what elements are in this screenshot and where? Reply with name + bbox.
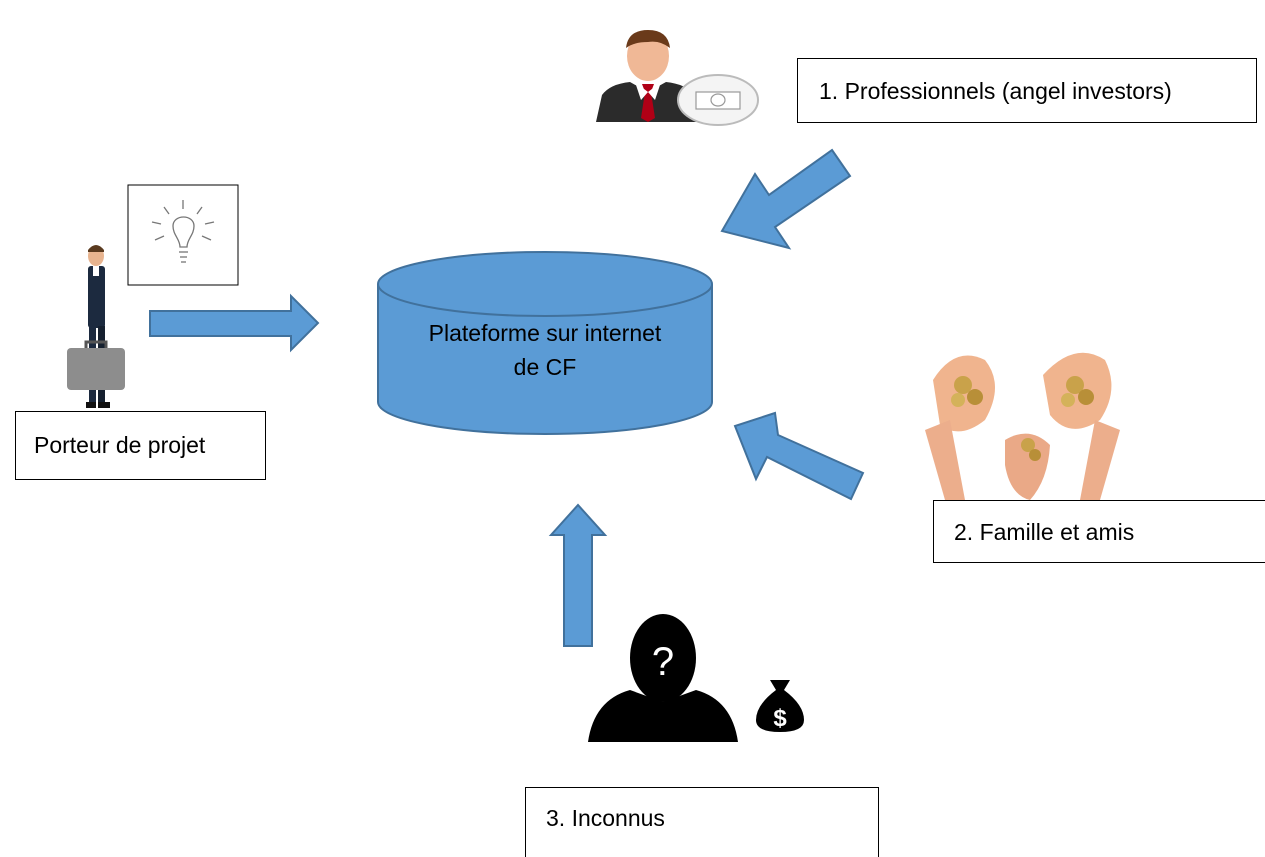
professionnels-label: 1. Professionnels (angel investors) xyxy=(797,58,1257,123)
coins-in-hands-icon xyxy=(925,352,1120,500)
businessman-icon xyxy=(67,245,125,408)
porteur-label: Porteur de projet xyxy=(15,411,266,480)
investor-icon xyxy=(596,30,759,126)
lightbulb-icon xyxy=(127,184,239,286)
platform-label-line1: Plateforme sur internet xyxy=(428,320,662,346)
arrow-inconnus-to-platform xyxy=(548,503,608,647)
arrow-famille-to-platform xyxy=(733,411,865,501)
platform-label: Plateforme sur internet de CF xyxy=(378,316,712,384)
platform-cylinder xyxy=(377,251,713,435)
svg-text:?: ? xyxy=(652,640,674,684)
money-bag-icon: $ xyxy=(756,680,804,732)
svg-text:$: $ xyxy=(773,705,787,732)
inconnus-label: 3. Inconnus xyxy=(525,787,879,857)
famille-label: 2. Famille et amis xyxy=(933,500,1265,563)
arrow-porteur-to-platform xyxy=(149,293,320,353)
platform-label-line2: de CF xyxy=(513,354,577,380)
unknown-person-icon: ? xyxy=(588,614,738,742)
arrow-professionnels-to-platform xyxy=(720,148,852,250)
